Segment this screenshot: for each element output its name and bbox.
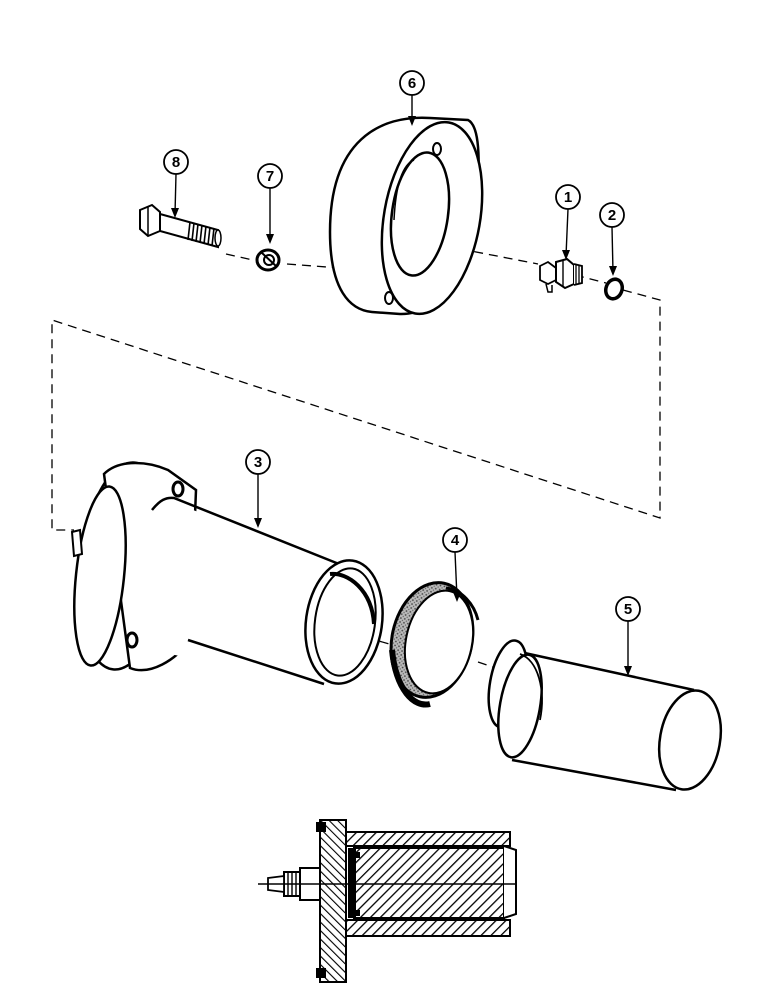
callout-6-label: 6	[408, 75, 416, 92]
callout-1-label: 1	[564, 189, 572, 206]
spacer-ring-part	[328, 116, 484, 316]
fitting-part	[539, 257, 583, 293]
lock-washer-part	[255, 248, 281, 272]
callout-5: 5	[615, 596, 641, 676]
callout-7: 7	[257, 163, 283, 244]
callout-2: 2	[599, 202, 625, 276]
cylinder-housing-part	[70, 461, 384, 686]
callout-3-label: 3	[254, 454, 262, 471]
bolt-part	[139, 203, 222, 249]
callout-4-label: 4	[451, 532, 460, 549]
o-ring-part	[603, 277, 625, 301]
callout-6: 6	[399, 70, 425, 126]
piston-part	[487, 639, 723, 792]
callout-7-label: 7	[266, 168, 274, 185]
cross-section-view	[258, 819, 517, 983]
callout-5-label: 5	[624, 601, 632, 618]
callout-1: 1	[555, 184, 581, 260]
callout-8-label: 8	[172, 154, 180, 171]
callout-4: 4	[442, 527, 468, 602]
seal-ring-part	[389, 581, 480, 708]
callout-8: 8	[163, 149, 189, 218]
callout-3: 3	[245, 449, 271, 528]
callouts: 1 2 3 4 5	[163, 70, 641, 676]
callout-2-label: 2	[608, 207, 616, 224]
